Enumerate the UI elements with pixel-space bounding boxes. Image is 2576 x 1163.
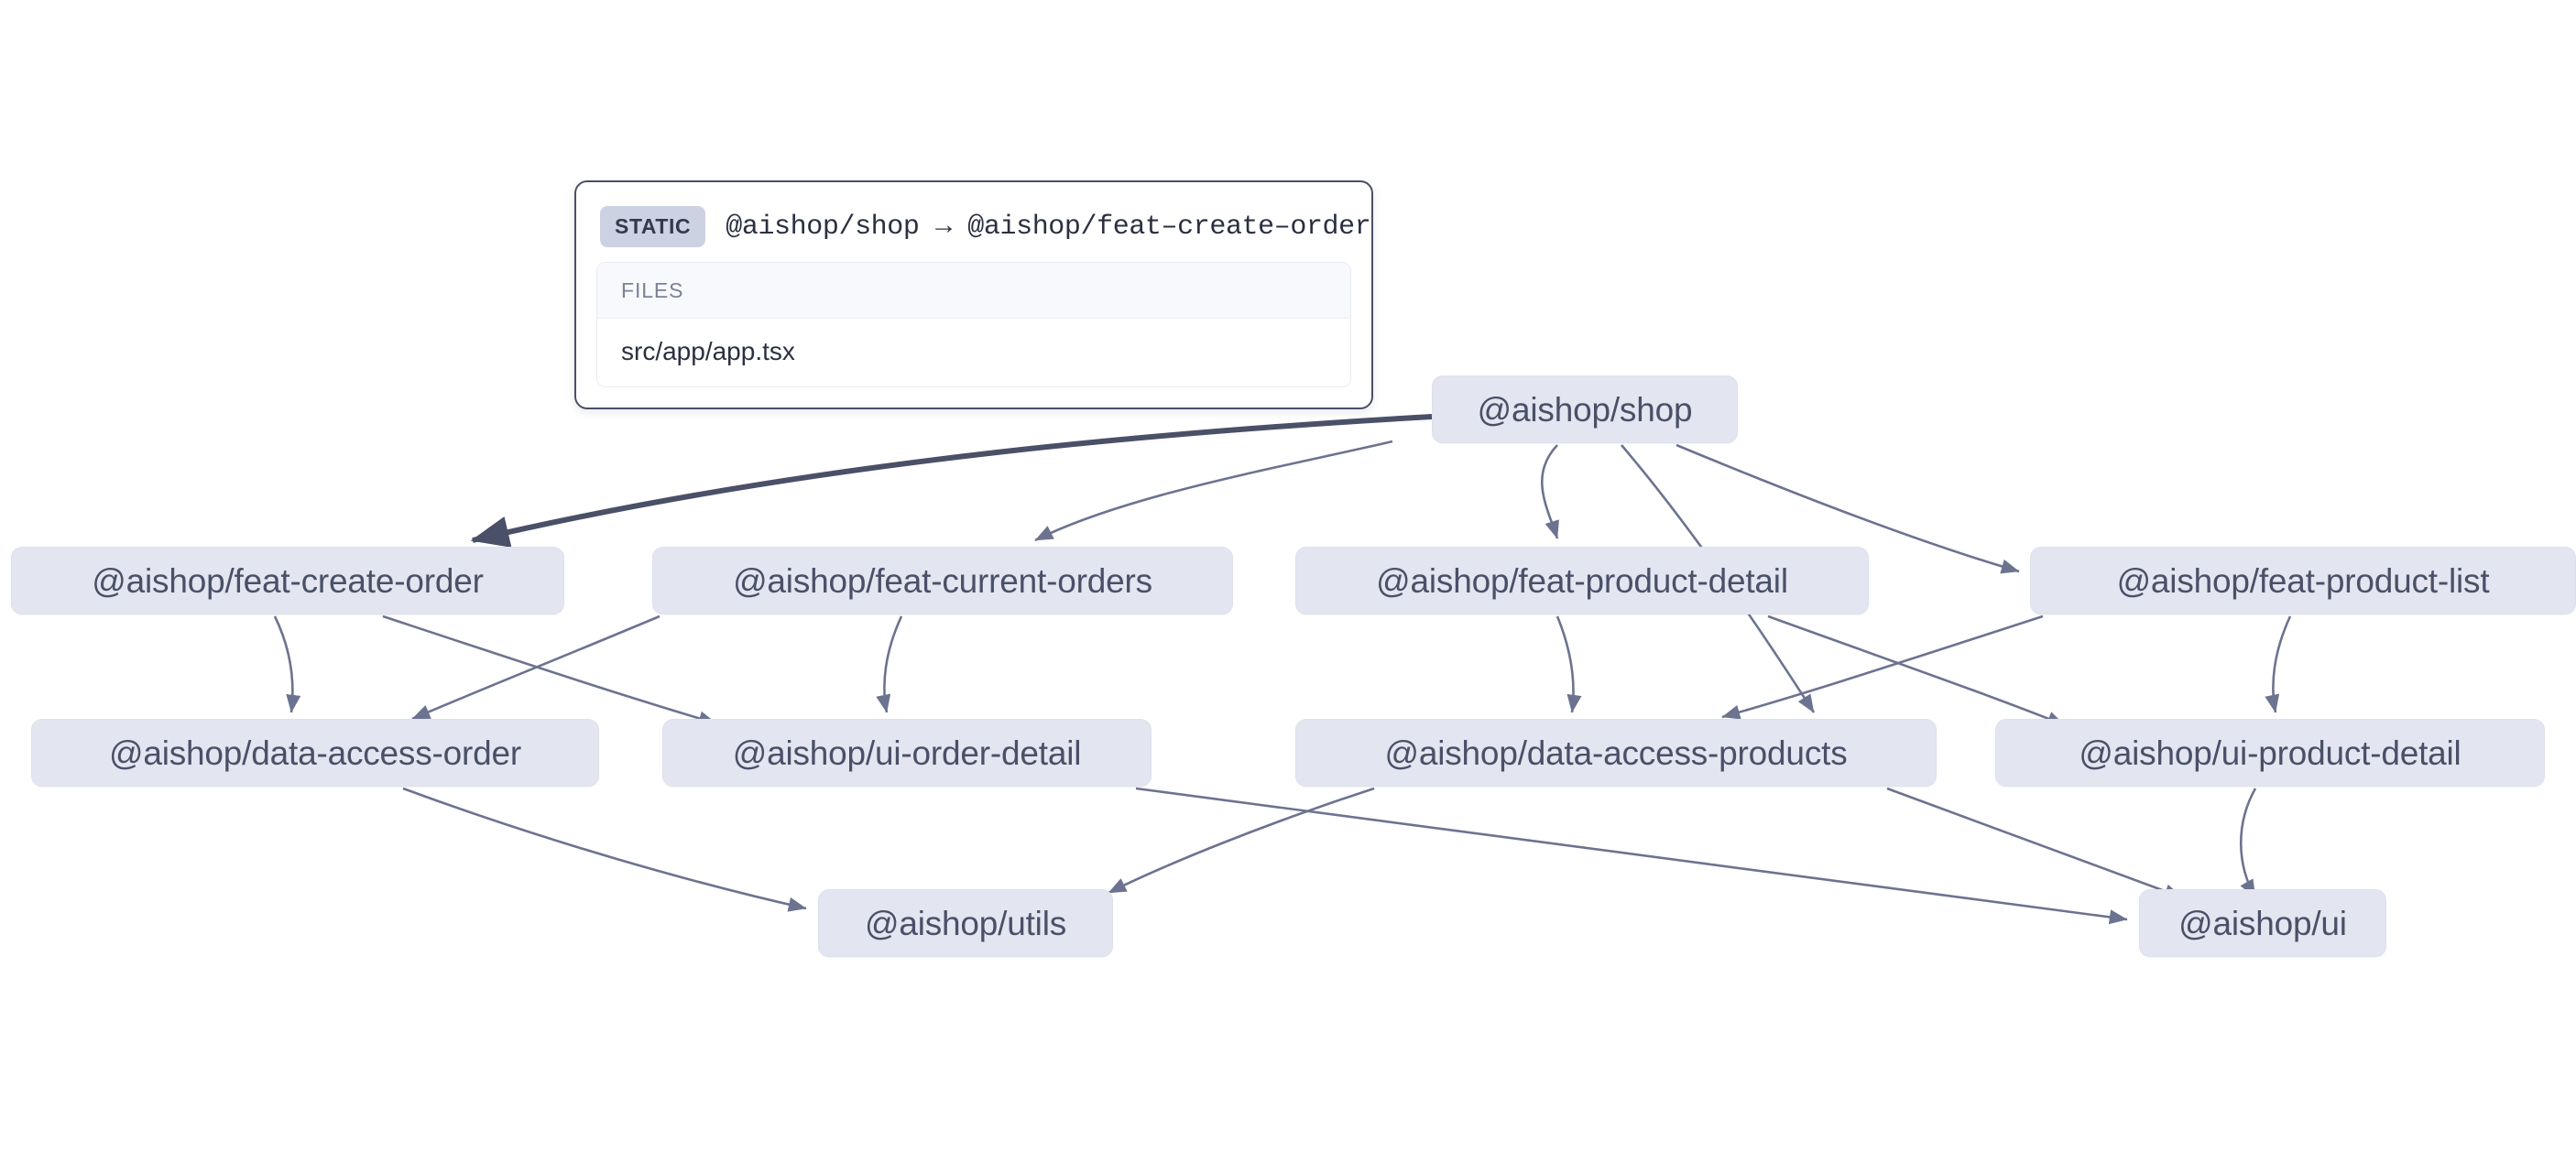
- graph-node-data-access-products[interactable]: @aishop/data-access-products: [1295, 719, 1937, 787]
- graph-edge-shop-to-feat-create-order[interactable]: [470, 414, 1433, 548]
- graph-node-ui-product-detail[interactable]: @aishop/ui-product-detail: [1995, 719, 2545, 787]
- graph-node-label: @aishop/ui: [2178, 904, 2347, 942]
- graph-edge-feat-current-orders-to-ui-order-detail[interactable]: [876, 615, 903, 713]
- graph-edge-feat-create-order-to-data-access-order[interactable]: [273, 615, 301, 713]
- graph-node-label: @aishop/feat-current-orders: [733, 561, 1152, 600]
- graph-edge-shop-to-feat-product-detail[interactable]: [1541, 444, 1559, 539]
- edge-detail-title: @aishop/shop → @aishop/feat–create–order: [726, 211, 1371, 243]
- graph-edge-data-access-order-to-utils[interactable]: [402, 787, 807, 912]
- graph-node-utils[interactable]: @aishop/utils: [818, 889, 1113, 957]
- graph-node-shop[interactable]: @aishop/shop: [1432, 375, 1738, 443]
- edge-detail-header: STATIC @aishop/shop → @aishop/feat–creat…: [596, 201, 1371, 262]
- graph-node-ui-order-detail[interactable]: @aishop/ui-order-detail: [662, 719, 1152, 787]
- graph-node-feat-current-orders[interactable]: @aishop/feat-current-orders: [652, 547, 1233, 614]
- file-row[interactable]: src/app/app.tsx: [597, 319, 1350, 386]
- graph-edge-feat-product-detail-to-ui-product-detail[interactable]: [1767, 614, 2066, 727]
- graph-node-label: @aishop/feat-product-detail: [1376, 561, 1788, 600]
- graph-node-label: @aishop/data-access-products: [1384, 734, 1848, 772]
- graph-node-feat-product-list[interactable]: @aishop/feat-product-list: [2030, 547, 2576, 614]
- graph-node-label: @aishop/data-access-order: [108, 734, 522, 772]
- graph-node-label: @aishop/ui-order-detail: [732, 734, 1082, 772]
- files-box: FILES src/app/app.tsx: [596, 262, 1351, 387]
- graph-node-label: @aishop/feat-create-order: [92, 561, 484, 600]
- graph-node-label: @aishop/shop: [1477, 390, 1693, 429]
- graph-node-feat-product-detail[interactable]: @aishop/feat-product-detail: [1295, 547, 1869, 614]
- graph-node-data-access-order[interactable]: @aishop/data-access-order: [31, 719, 599, 787]
- graph-node-label: @aishop/ui-product-detail: [2079, 734, 2461, 772]
- graph-edge-feat-product-list-to-ui-product-detail[interactable]: [2265, 615, 2292, 713]
- graph-edge-shop-to-feat-current-orders[interactable]: [1034, 440, 1393, 542]
- graph-edge-data-access-products-to-utils[interactable]: [1108, 787, 1375, 895]
- files-section-header: FILES: [597, 263, 1350, 319]
- graph-edge-feat-create-order-to-ui-order-detail[interactable]: [382, 614, 717, 726]
- graph-node-feat-create-order[interactable]: @aishop/feat-create-order: [11, 547, 564, 614]
- graph-edge-ui-product-detail-to-ui[interactable]: [2239, 788, 2257, 898]
- graph-node-label: @aishop/feat-product-list: [2116, 561, 2490, 600]
- graph-edge-feat-product-list-to-data-access-products[interactable]: [1721, 614, 2044, 720]
- graph-edge-feat-product-detail-to-data-access-products[interactable]: [1555, 615, 1582, 713]
- edge-detail-card[interactable]: STATIC @aishop/shop → @aishop/feat–creat…: [574, 180, 1373, 409]
- graph-edge-ui-order-detail-to-ui[interactable]: [1135, 787, 2128, 925]
- graph-node-ui[interactable]: @aishop/ui: [2139, 889, 2386, 957]
- graph-edge-feat-current-orders-to-data-access-order[interactable]: [411, 614, 660, 721]
- static-badge: STATIC: [600, 206, 706, 247]
- graph-node-label: @aishop/utils: [864, 904, 1067, 942]
- graph-edge-data-access-products-to-ui[interactable]: [1886, 787, 2183, 899]
